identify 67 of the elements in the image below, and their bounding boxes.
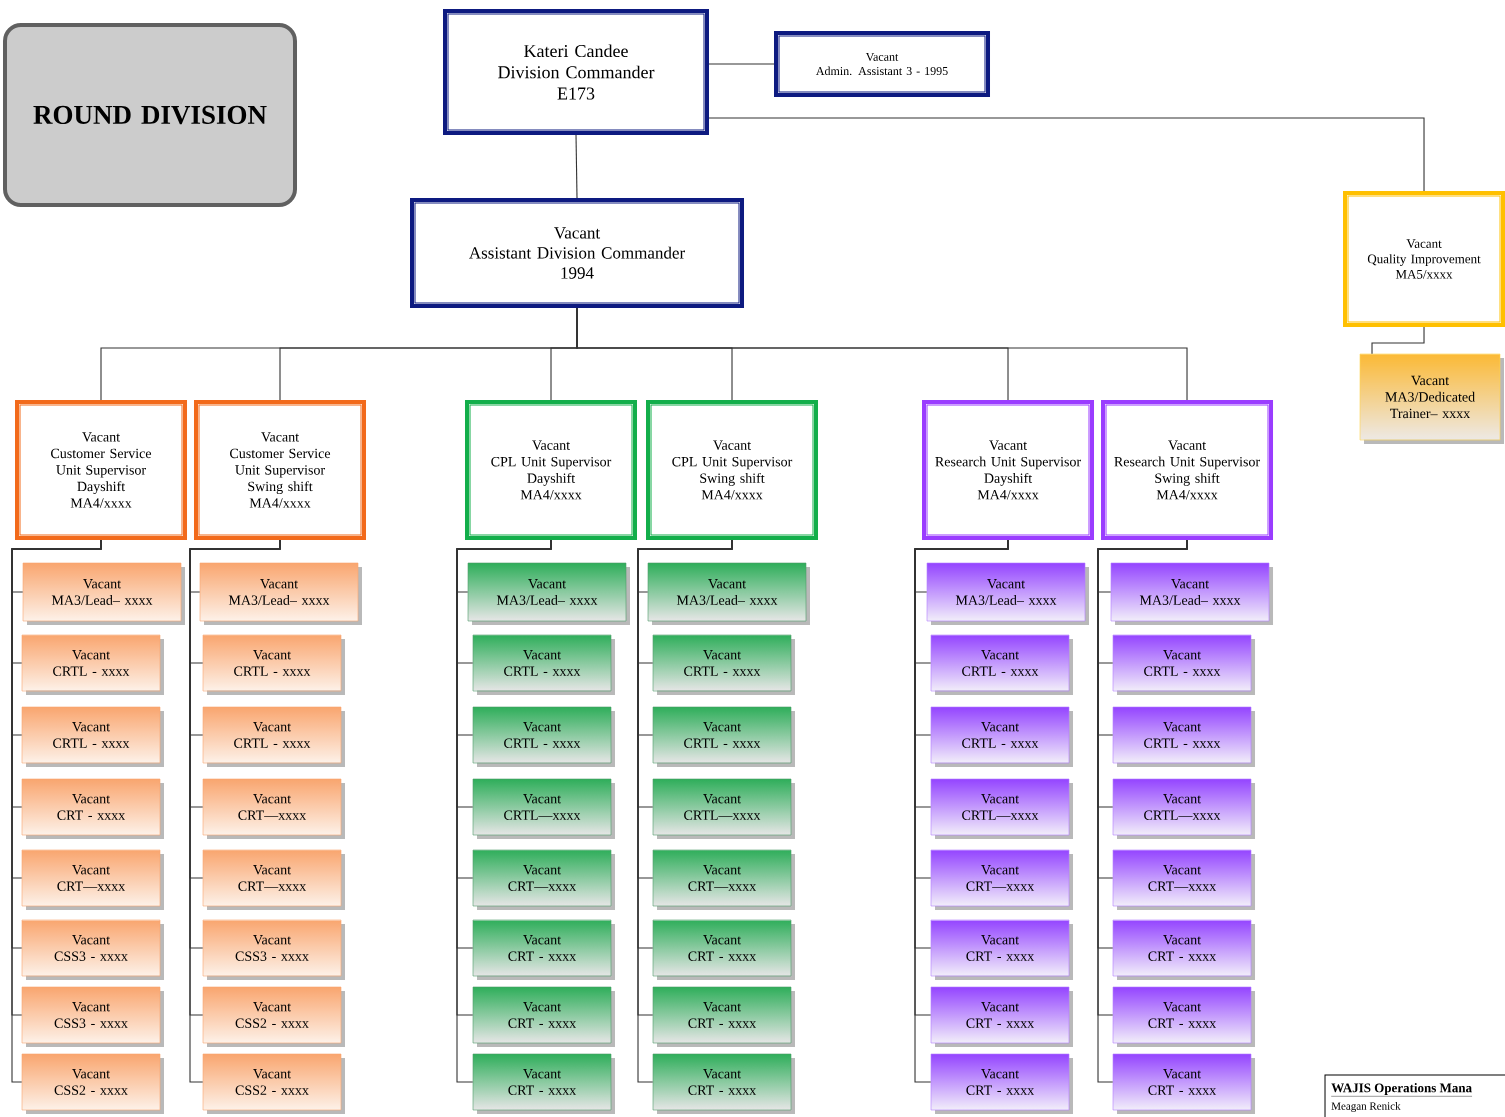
position-box: Vacant Assistant Division Commander 1994 [410,198,744,308]
position-box: Vacant CRT—xxxx [21,849,164,910]
position-box: Vacant CRTL - xxxx [652,634,795,695]
position-box: Vacant CRT - xxxx [1112,1053,1255,1114]
position-box: Vacant CRT - xxxx [930,919,1073,980]
position-box: Vacant MA3/Dedicated Trainer– xxxx [1359,353,1504,444]
position-box: Vacant CRTL - xxxx [930,706,1073,767]
position-box: Vacant CRTL—xxxx [1112,778,1255,839]
position-box: Vacant CRT - xxxx [472,919,615,980]
position-box: Vacant CRTL - xxxx [1112,634,1255,695]
position-box: Vacant CRTL - xxxx [652,706,795,767]
position-box: Vacant CRT—xxxx [1112,849,1255,910]
position-box: Vacant MA3/Lead– xxxx [467,562,630,625]
position-box: Vacant CRT - xxxx [472,986,615,1047]
footer-text: Meagan Renick [1331,1102,1401,1112]
position-box: Kateri Candee Division Commander E173 [443,9,709,135]
position-box: Vacant CPL Unit Supervisor Dayshift MA4/xxxx [465,400,637,540]
position-box: Vacant CSS2 - xxxx [21,1053,164,1114]
position-box: Vacant CRT - xxxx [472,1053,615,1114]
position-box: Vacant Customer Service Unit Supervisor Swing shift MA4/xxxx [194,400,366,540]
position-box: Vacant Admin. Assistant 3 - 1995 [774,31,990,97]
position-box: Vacant CRTL - xxxx [21,706,164,767]
position-box: Vacant CRTL - xxxx [202,706,345,767]
footer-text: WAJIS Operations Mana [1331,1083,1473,1097]
position-box: Vacant CRTL—xxxx [472,778,615,839]
position-box: Vacant MA3/Lead– xxxx [647,562,810,625]
position-box: Vacant CRT - xxxx [652,986,795,1047]
position-box: Vacant CRT—xxxx [202,778,345,839]
position-box: Vacant MA3/Lead– xxxx [1110,562,1273,625]
position-box: Vacant CRT - xxxx [21,778,164,839]
position-box: Vacant CRT - xxxx [930,986,1073,1047]
title-banner: ROUND DIVISION [3,23,297,207]
position-box: Vacant CSS3 - xxxx [21,919,164,980]
position-box: Vacant CRT—xxxx [472,849,615,910]
connector-line [708,63,775,65]
position-box: Vacant CSS2 - xxxx [202,1053,345,1114]
position-box: Vacant Customer Service Unit Supervisor Dayshift MA4/xxxx [15,400,187,540]
position-box: Vacant CRT—xxxx [652,849,795,910]
position-box: Vacant CRTL - xxxx [202,634,345,695]
position-box: Vacant CRT—xxxx [930,849,1073,910]
connector-line [576,307,1188,401]
connector-line [575,134,578,199]
position-box: Vacant CRTL - xxxx [1112,706,1255,767]
position-box: Vacant CRT - xxxx [652,919,795,980]
position-box: Vacant CSS3 - xxxx [202,919,345,980]
position-box: Vacant CRTL - xxxx [472,634,615,695]
position-box: Vacant Quality Improvement MA5/xxxx [1343,191,1505,327]
position-box: Vacant CSS2 - xxxx [202,986,345,1047]
position-box: Vacant CRTL - xxxx [930,634,1073,695]
position-box: Vacant CRT—xxxx [202,849,345,910]
position-box: Vacant Research Unit Supervisor Swing shift MA4/xxxx [1101,400,1273,540]
position-box: Vacant CRT - xxxx [652,1053,795,1114]
position-box: Vacant CPL Unit Supervisor Swing shift MA4/xxxx [646,400,818,540]
connector-line [1371,326,1425,355]
position-box: Vacant MA3/Lead– xxxx [22,562,185,625]
position-box: Vacant CRT - xxxx [1112,919,1255,980]
position-box: Vacant MA3/Lead– xxxx [926,562,1089,625]
position-box: Vacant CRT - xxxx [1112,986,1255,1047]
position-box: Vacant CRTL—xxxx [930,778,1073,839]
position-box: Vacant CSS3 - xxxx [21,986,164,1047]
position-box: Vacant CRT - xxxx [930,1053,1073,1114]
position-box: Vacant MA3/Lead– xxxx [199,562,362,625]
position-box: Vacant CRTL—xxxx [652,778,795,839]
position-box: Vacant CRTL - xxxx [21,634,164,695]
connector-line [708,117,1425,192]
position-box: Vacant CRTL - xxxx [472,706,615,767]
position-box: Vacant Research Unit Supervisor Dayshift MA4/xxxx [922,400,1094,540]
